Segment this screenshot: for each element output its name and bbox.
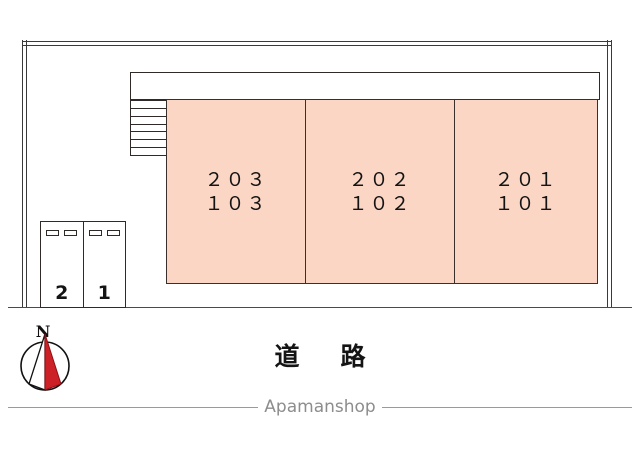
compass-needle-red xyxy=(44,333,62,391)
road-label: 道 路 xyxy=(274,342,374,371)
corridor-balcony xyxy=(130,72,600,100)
watermark-text: Apamanshop xyxy=(264,397,376,417)
stair-tread xyxy=(131,109,167,117)
unit-number-upper: ２０１ xyxy=(494,169,558,191)
stair-tread xyxy=(131,117,167,125)
site-boundary-right xyxy=(607,40,613,308)
watermark-rule-left xyxy=(8,406,259,408)
unit-number-lower: １０２ xyxy=(348,193,412,216)
site-boundary-top xyxy=(22,41,611,47)
exterior-stairs-icon xyxy=(130,100,168,156)
wheel-stopper-icon xyxy=(64,230,78,236)
wheel-stopper-icon xyxy=(46,230,60,236)
wheel-stopper-icon xyxy=(106,230,120,236)
stair-tread xyxy=(131,125,167,133)
parking-area: 2 1 xyxy=(40,221,126,308)
watermark: Apamanshop xyxy=(0,396,640,418)
unit-block-203-103[interactable]: ２０３ １０３ xyxy=(167,100,306,283)
unit-number-upper: ２０３ xyxy=(204,169,268,191)
stair-tread xyxy=(131,101,167,109)
watermark-rule-right xyxy=(381,406,633,408)
stair-tread xyxy=(131,148,167,155)
parking-stall-1[interactable]: 1 xyxy=(84,222,126,307)
wheel-stopper-icon xyxy=(88,230,102,236)
site-boundary-bottom xyxy=(8,307,632,308)
unit-label-group: ２０３ １０３ xyxy=(167,168,305,217)
parking-stall-number: 2 xyxy=(55,282,69,304)
unit-block-201-101[interactable]: ２０１ １０１ xyxy=(455,100,597,283)
unit-number-lower: １０３ xyxy=(204,193,268,216)
parking-stall-2[interactable]: 2 xyxy=(41,222,84,307)
unit-number-upper: ２０２ xyxy=(348,169,412,191)
parking-stall-number: 1 xyxy=(97,282,111,304)
unit-number-lower: １０１ xyxy=(494,193,558,216)
site-boundary-left xyxy=(22,40,28,308)
stair-tread xyxy=(131,132,167,141)
compass-north-letter: N xyxy=(36,322,51,341)
wheel-stopper-group xyxy=(41,230,83,236)
apartment-building: ２０３ １０３ ２０２ １０２ ２０１ １０１ xyxy=(166,99,598,284)
stair-tread xyxy=(131,140,167,149)
unit-label-group: ２０２ １０２ xyxy=(306,168,454,217)
compass-rose-icon: N xyxy=(14,322,84,396)
wheel-stopper-group xyxy=(84,230,126,236)
unit-block-202-102[interactable]: ２０２ １０２ xyxy=(306,100,455,283)
unit-label-group: ２０１ １０１ xyxy=(455,168,597,217)
